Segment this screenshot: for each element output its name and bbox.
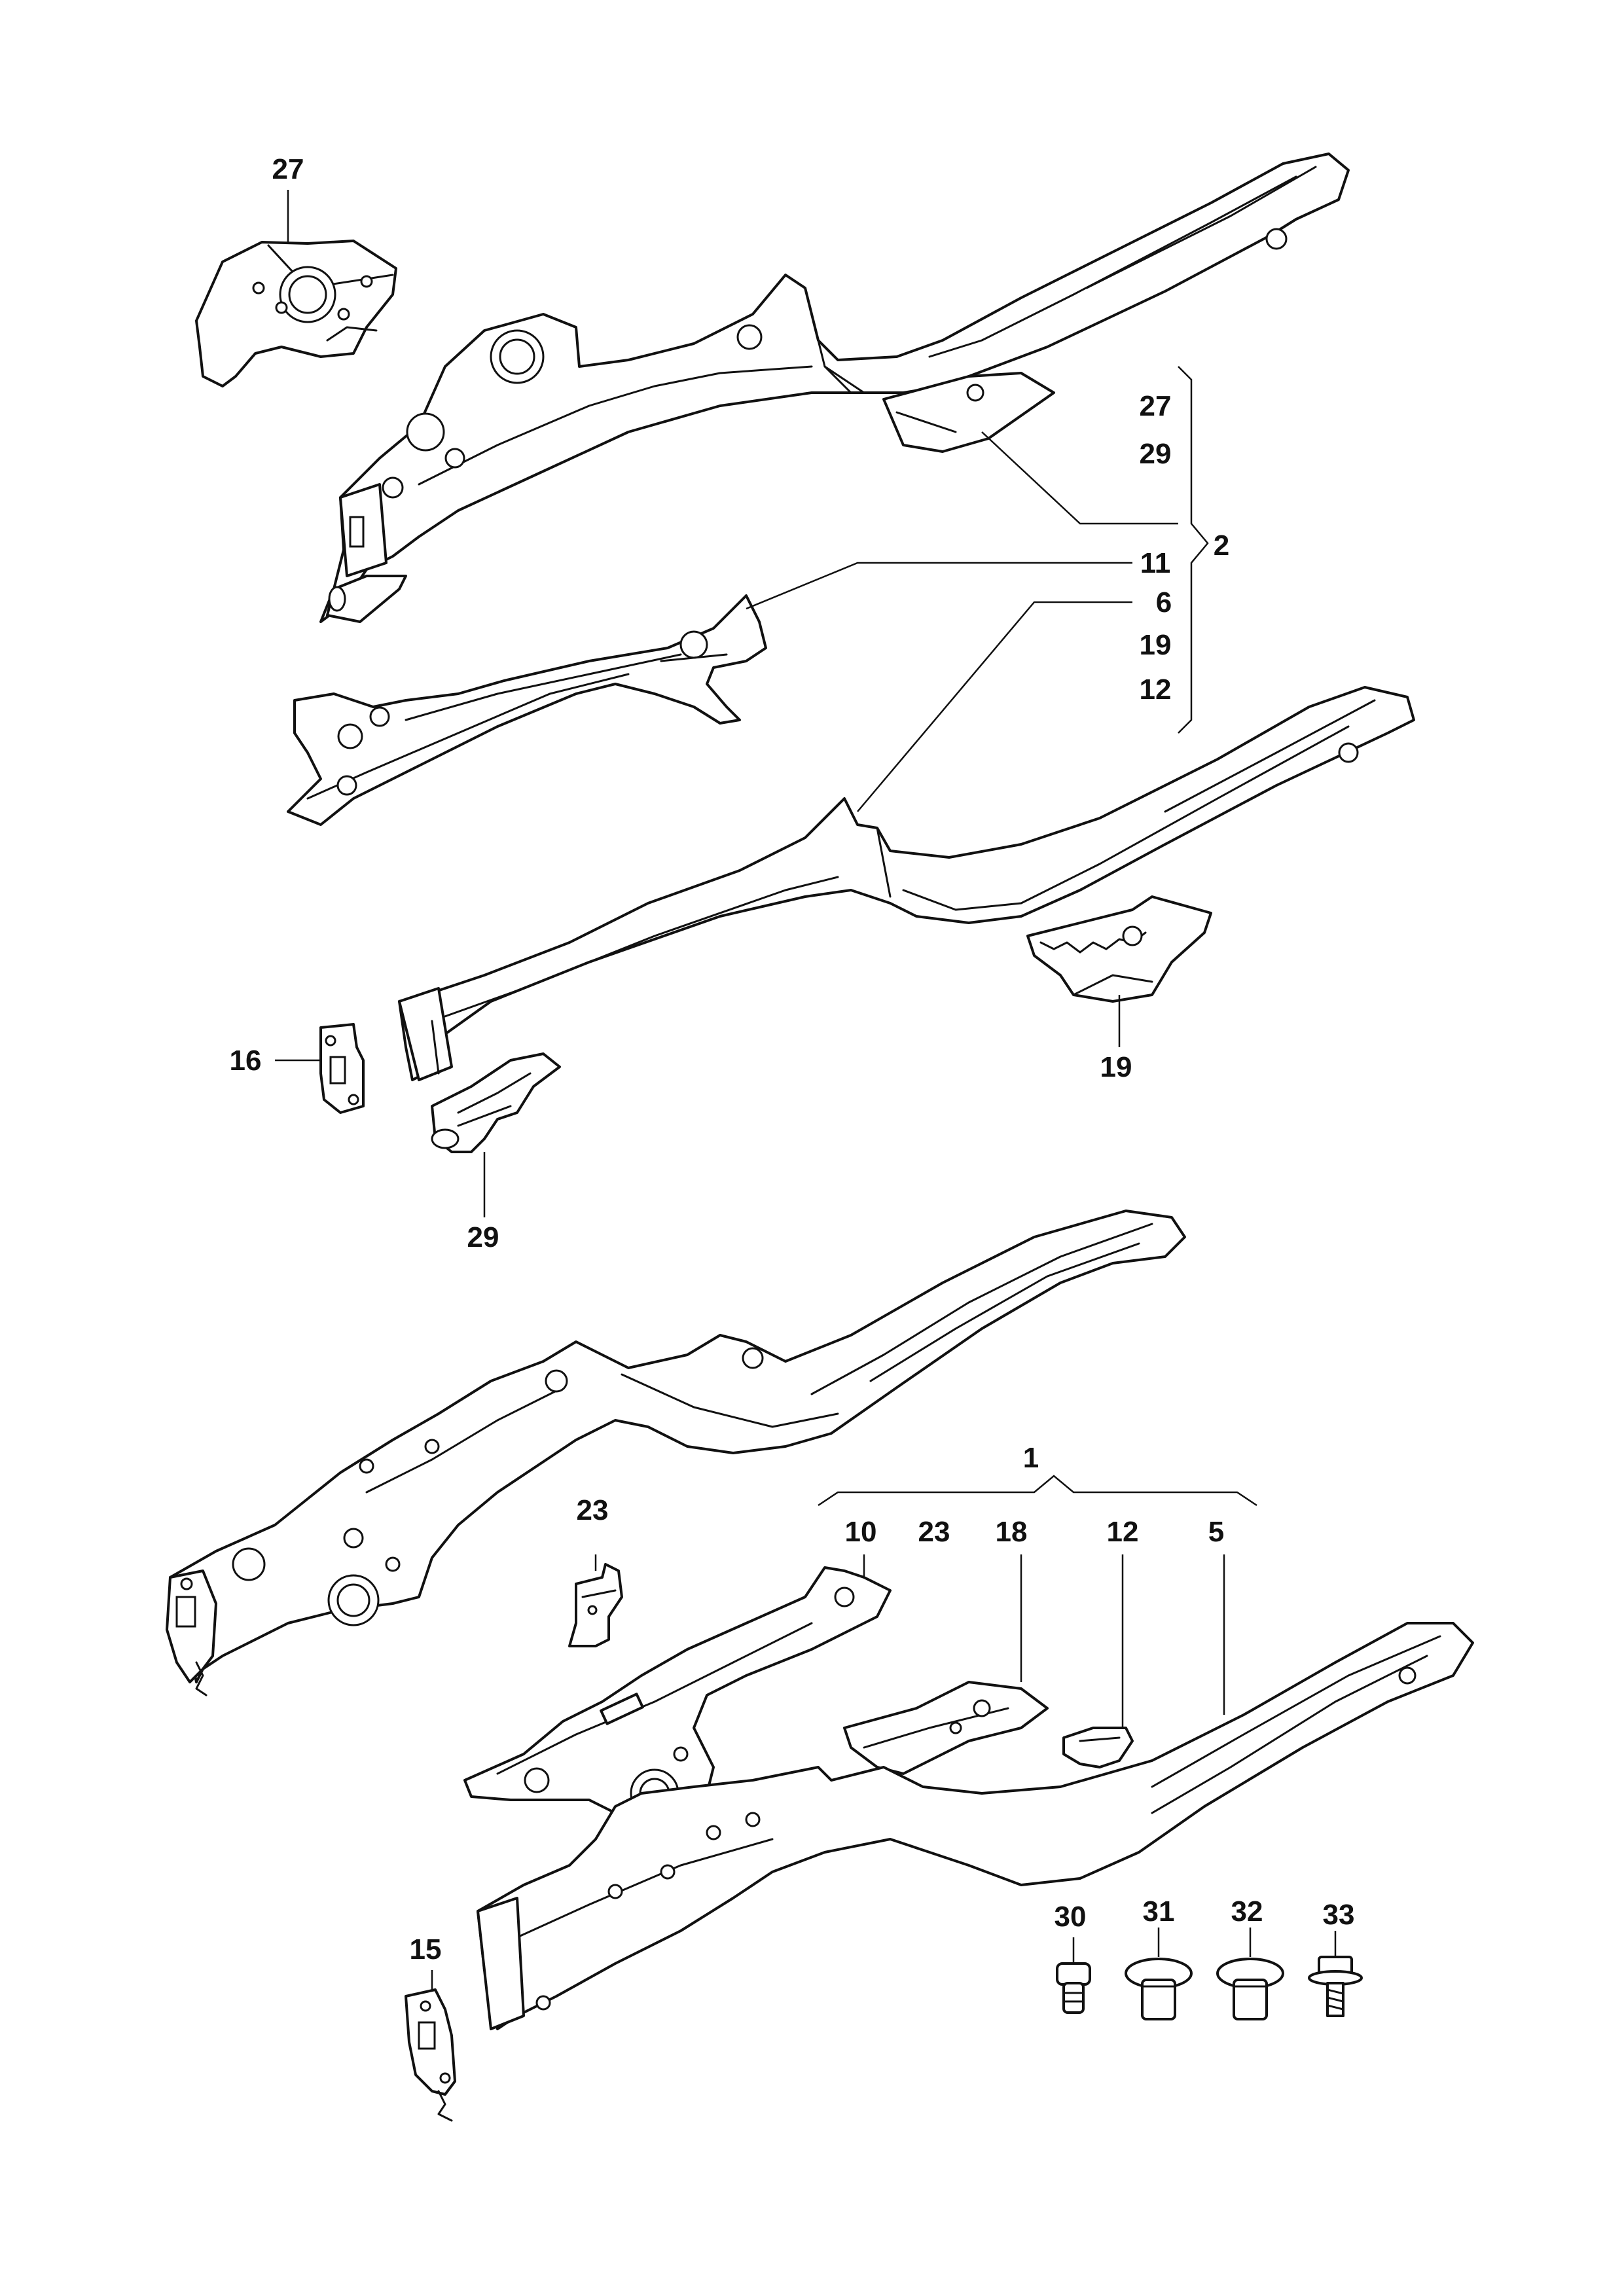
- callout-10: 10: [845, 1516, 877, 1548]
- callout-29: 29: [467, 1221, 499, 1253]
- bottom-frame-assembly: [166, 1210, 1186, 1696]
- callout-33: 33: [1323, 1899, 1355, 1931]
- part-15-plate: [405, 1988, 456, 2122]
- fastener-33: [1308, 1956, 1363, 2017]
- part-11-member: [287, 594, 767, 826]
- part-6-rail: [398, 686, 1415, 1081]
- leader-lines: [275, 190, 1337, 1990]
- callout-12: 12: [1107, 1516, 1139, 1548]
- callout-6: 6: [1156, 586, 1172, 619]
- callout-12-group: 12: [1140, 673, 1172, 706]
- part-23-bracket: [568, 1563, 623, 1647]
- part-16-plate: [319, 1023, 365, 1114]
- callout-11: 11: [1140, 547, 1171, 579]
- callout-27-top: 27: [272, 153, 304, 185]
- callout-19-group: 19: [1140, 629, 1172, 661]
- callout-23-group: 23: [918, 1516, 950, 1548]
- fastener-30: [1056, 1962, 1091, 2014]
- brace-group-2: [1178, 366, 1209, 734]
- callout-5: 5: [1208, 1516, 1224, 1548]
- callout-29-group: 29: [1140, 438, 1172, 470]
- brace-group-1: [818, 1475, 1257, 1507]
- fastener-32: [1216, 1958, 1284, 2020]
- part-19-bracket: [1026, 895, 1212, 1003]
- callout-2: 2: [1214, 529, 1229, 562]
- callout-27-group: 27: [1140, 390, 1172, 422]
- callout-15: 15: [410, 1933, 442, 1965]
- callout-16: 16: [230, 1045, 262, 1077]
- callout-labels: 27 27 29 2 11 6 19 12 16 19 29 1 23 10 2…: [230, 153, 1355, 1965]
- callout-23: 23: [577, 1494, 609, 1526]
- callout-30: 30: [1055, 1901, 1087, 1933]
- callout-1: 1: [1023, 1442, 1039, 1474]
- fastener-31: [1125, 1958, 1193, 2020]
- callout-31: 31: [1143, 1895, 1175, 1928]
- callout-19: 19: [1100, 1051, 1132, 1083]
- callout-18: 18: [996, 1516, 1028, 1548]
- part-27-bracket: [195, 240, 397, 387]
- part-29-bracket: [431, 1052, 561, 1153]
- assembly-2-front-frame: [319, 152, 1350, 623]
- part-12-bracket: [1062, 1727, 1134, 1768]
- part-18-bracket: [843, 1681, 1049, 1775]
- part-5-rail: [477, 1622, 1474, 2030]
- callout-32: 32: [1231, 1895, 1263, 1928]
